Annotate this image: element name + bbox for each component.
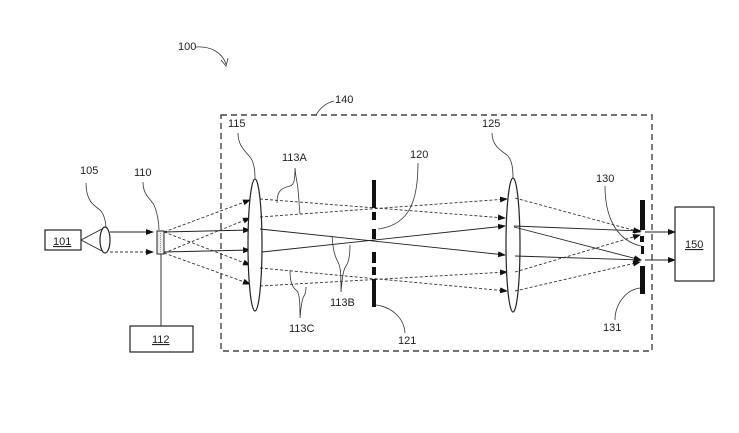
ray-c1-in (163, 231, 251, 266)
ray-a1-out (514, 197, 641, 234)
ray-c2-in (163, 252, 251, 285)
detector-label: 150 (685, 239, 703, 251)
ray-b1-in (163, 227, 251, 234)
second-stop-lower (640, 266, 645, 294)
figure-reference-leader (195, 46, 227, 65)
ray-c2-mid (259, 269, 508, 287)
ray-b2-out (513, 225, 642, 234)
first-stop-dash-3 (372, 252, 376, 263)
controller-label: 112 (152, 334, 170, 346)
second-stop-leader (614, 287, 641, 321)
first-aperture-leader (377, 162, 419, 230)
enclosure-frame (220, 114, 653, 352)
first-stop-label: 121 (398, 335, 416, 347)
ray-a2-in (163, 217, 251, 254)
ray-b2-mid (261, 223, 506, 253)
first-aperture-label: 120 (410, 149, 428, 161)
beam-b-label: 113B (330, 297, 355, 309)
ray-b2-in (163, 247, 251, 254)
first-stop-dash-4 (372, 267, 376, 275)
second-aperture-leader (604, 185, 642, 247)
beam-c-label: 113C (289, 323, 315, 335)
ray-c2-out (514, 234, 641, 273)
modulator (156, 230, 165, 255)
second-stop-dash-2 (641, 246, 644, 254)
figure-reference-arrowhead (220, 57, 229, 67)
first-stop-leader (375, 304, 406, 334)
ray-a2-mid (259, 196, 508, 218)
beam-a-label: 113A (282, 152, 308, 164)
enclosure-leader (315, 100, 335, 116)
beam-b-leader (331, 235, 351, 293)
ray-b1-out (514, 255, 642, 263)
controller-box (129, 325, 194, 353)
second-lens (505, 177, 521, 313)
second-lens-label: 125 (482, 118, 500, 130)
collimating-lens (99, 226, 111, 254)
ray-c1-out (514, 260, 641, 292)
figure-reference-label: 100 (178, 41, 196, 53)
first-stop-lower (372, 279, 376, 307)
collimating-lens-leader (85, 182, 107, 229)
source-beam-cone (80, 228, 103, 252)
beam-c-leader (289, 269, 307, 319)
second-lens-leader (491, 132, 514, 179)
modulator-leader (142, 181, 160, 231)
first-lens-label: 115 (228, 118, 246, 130)
ray-c1-mid (259, 267, 508, 294)
ray-b1-mid (259, 228, 506, 258)
first-lens-leader (237, 132, 256, 179)
first-stop-dash-1 (372, 212, 376, 220)
second-stop-upper (640, 200, 645, 230)
detector-box (674, 206, 715, 282)
modulator-label: 110 (134, 167, 152, 179)
enclosure-label: 140 (335, 94, 353, 106)
second-aperture-label: 130 (596, 173, 614, 185)
collimating-lens-label: 105 (80, 165, 98, 177)
second-stop-dash-1 (640, 236, 644, 242)
first-lens (247, 178, 263, 312)
ray-a2-out (513, 226, 642, 262)
ray-a1-in (163, 199, 251, 233)
second-stop-label: 131 (603, 322, 621, 334)
beam-a-leader (276, 167, 301, 215)
source-label: 101 (53, 236, 71, 248)
first-stop-dash-2 (372, 229, 376, 239)
first-stop-upper (372, 180, 376, 208)
